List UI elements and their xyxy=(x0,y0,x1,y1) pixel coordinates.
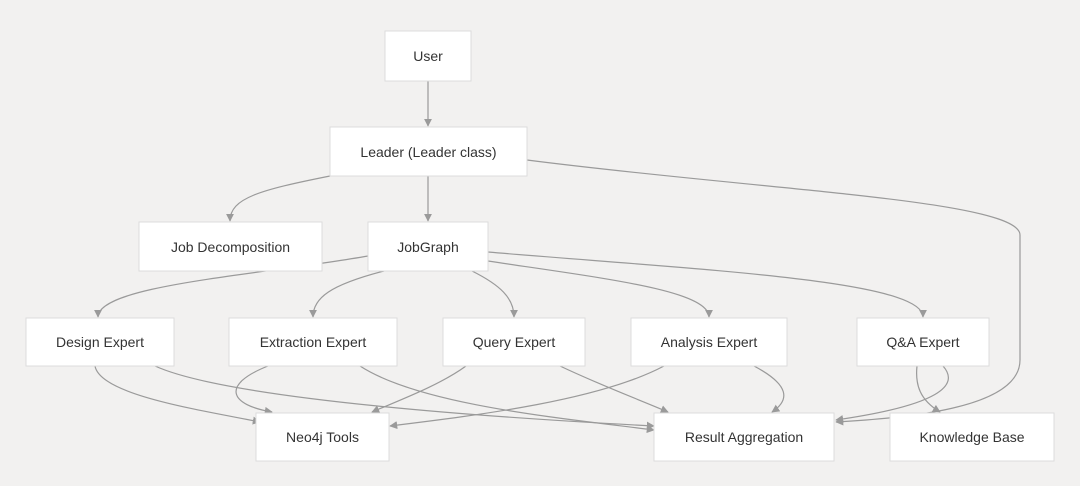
edge-analysis-expert-result-aggregation xyxy=(753,365,785,413)
edge-leader-result-aggregation xyxy=(526,159,1021,426)
node-user-label: User xyxy=(413,48,443,64)
node-jobgraph: JobGraph xyxy=(367,221,489,272)
edge-jobgraph-query-expert xyxy=(471,270,518,318)
node-leader-label: Leader (Leader class) xyxy=(360,144,496,160)
node-neo4j-tools-label: Neo4j Tools xyxy=(286,429,359,445)
node-extraction-expert: Extraction Expert xyxy=(228,317,398,367)
edges xyxy=(94,81,1021,434)
node-extraction-expert-label: Extraction Expert xyxy=(260,334,367,350)
node-result-aggregation: Result Aggregation xyxy=(653,412,835,462)
node-design-expert: Design Expert xyxy=(25,317,175,367)
node-job-decomposition-label: Job Decomposition xyxy=(171,239,290,255)
node-result-aggregation-label: Result Aggregation xyxy=(685,429,803,445)
node-qa-expert-label: Q&A Expert xyxy=(886,334,959,350)
node-analysis-expert-label: Analysis Expert xyxy=(661,334,758,350)
edge-extraction-expert-result-aggregation xyxy=(359,365,655,434)
edge-jobgraph-extraction-expert xyxy=(309,270,385,318)
node-analysis-expert: Analysis Expert xyxy=(630,317,788,367)
edge-query-expert-neo4j-tools xyxy=(371,365,467,413)
edge-analysis-expert-neo4j-tools xyxy=(389,365,665,430)
edge-qa-expert-knowledge-base xyxy=(915,365,941,413)
node-job-decomposition: Job Decomposition xyxy=(138,221,323,272)
node-jobgraph-label: JobGraph xyxy=(397,239,458,255)
node-user: User xyxy=(384,30,472,82)
edge-jobgraph-qa-expert xyxy=(487,251,927,318)
node-knowledge-base-label: Knowledge Base xyxy=(919,429,1024,445)
node-design-expert-label: Design Expert xyxy=(56,334,144,350)
node-leader: Leader (Leader class) xyxy=(329,126,528,177)
node-qa-expert: Q&A Expert xyxy=(856,317,990,367)
node-query-expert: Query Expert xyxy=(442,317,586,367)
edge-jobgraph-analysis-expert xyxy=(487,260,713,318)
edge-extraction-expert-neo4j-tools xyxy=(235,365,273,415)
node-query-expert-label: Query Expert xyxy=(473,334,556,350)
edge-qa-expert-result-aggregation xyxy=(835,365,949,423)
edge-query-expert-result-aggregation xyxy=(559,365,669,413)
edge-jobgraph-design-expert xyxy=(94,255,369,318)
node-neo4j-tools: Neo4j Tools xyxy=(255,412,390,462)
node-knowledge-base: Knowledge Base xyxy=(889,412,1055,462)
edge-leader-job-decomposition xyxy=(226,175,331,222)
edge-design-expert-neo4j-tools xyxy=(94,365,261,425)
